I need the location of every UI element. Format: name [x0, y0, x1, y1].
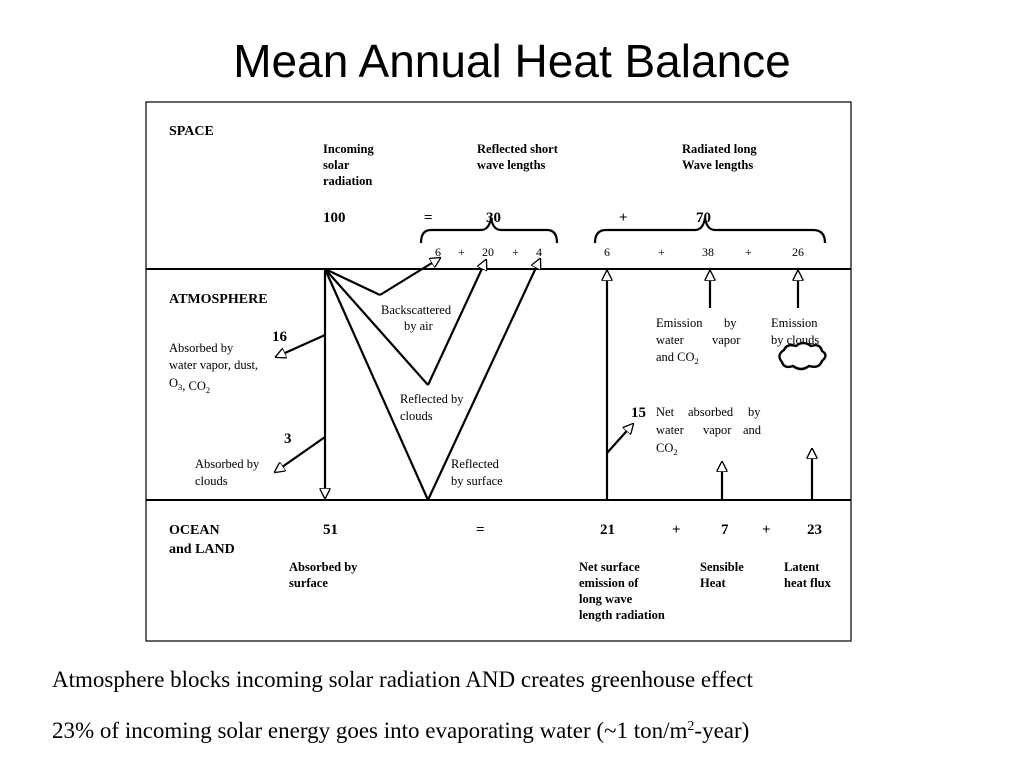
backscattered-2: by air	[404, 319, 434, 333]
absorbed-clouds-1: Absorbed by	[195, 457, 260, 471]
value-23: 23	[807, 522, 822, 538]
backscatter-air-path	[324, 268, 381, 296]
backscatter-air-arrow	[379, 258, 440, 296]
cloud-icon	[778, 341, 827, 371]
radiated-label-2: Wave lengths	[682, 158, 753, 172]
net-surface-4: length radiation	[579, 608, 665, 622]
reflected-clouds-1: Reflected by	[400, 392, 464, 406]
incoming-label-2: solar	[323, 158, 350, 172]
net-surface-2: emission of	[579, 576, 639, 590]
net-surface-1: Net surface	[579, 560, 640, 574]
surface-labels: Absorbed by surface Net surface emission…	[289, 560, 832, 622]
net-absorbed-w1: Net	[656, 405, 675, 419]
value-21: 21	[600, 522, 615, 538]
backscattered-1: Backscattered	[381, 303, 452, 317]
layer-land-label: and LAND	[169, 542, 235, 557]
value-15: 15	[631, 405, 646, 421]
layer-space-label: SPACE	[169, 124, 214, 139]
absorbed-surface-1: Absorbed by	[289, 560, 358, 574]
absorbed-clouds-arrow	[275, 436, 326, 472]
plus-bottom-2: +	[762, 522, 771, 538]
emission-vapor-w1: Emission	[656, 316, 703, 330]
reflected-surface-path-down	[323, 268, 430, 501]
net-surface-3: long wave	[579, 592, 633, 606]
caption-evaporation-sup: 2	[687, 719, 695, 734]
space-headers: Incoming solar radiation Reflected short…	[323, 142, 757, 188]
reflected-surface-arrow-up	[427, 259, 540, 501]
equals-top: =	[424, 210, 433, 226]
radiated-26: 26	[792, 245, 804, 259]
incoming-label-1: Incoming	[323, 142, 374, 156]
plus-top: +	[619, 210, 628, 226]
reflected-clouds-2: clouds	[400, 409, 433, 423]
slide-title: Mean Annual Heat Balance	[233, 35, 791, 87]
backscatter-arrow-up	[427, 260, 486, 386]
value-3: 3	[284, 431, 292, 447]
emission-vapor-w4: vapor	[712, 333, 741, 347]
plus-bottom-1: +	[672, 522, 681, 538]
incoming-label-3: radiation	[323, 174, 372, 188]
space-breakdown: 6 + 20 + 4 6 + 38 + 26	[435, 245, 804, 259]
reflected-4: 4	[536, 245, 542, 259]
absorbed-vapor-2: water vapor, dust,	[169, 358, 258, 372]
caption-greenhouse: Atmosphere blocks incoming solar radiati…	[52, 667, 753, 692]
latent-1: Latent	[784, 560, 820, 574]
absorbed-vapor-arrow	[276, 333, 326, 357]
solar-pathways	[275, 258, 812, 501]
emission-vapor-w3: water	[656, 333, 685, 347]
diagram-frame	[145, 101, 852, 642]
value-70: 70	[696, 210, 711, 226]
value-7: 7	[721, 522, 729, 538]
reflected-6: 6	[435, 245, 441, 259]
equals-bottom: =	[476, 522, 485, 538]
net-absorbed-w5: vapor	[703, 423, 732, 437]
emission-clouds-1: Emission	[771, 316, 818, 330]
absorbed-vapor-3: O3, CO2	[169, 376, 210, 395]
net-absorbed-w2: absorbed	[688, 405, 734, 419]
caption-evaporation: 23% of incoming solar energy goes into e…	[52, 718, 749, 744]
net-absorbed-arrow	[606, 424, 633, 454]
plus-b2: +	[512, 245, 519, 259]
reflected-20: 20	[482, 245, 494, 259]
layer-ocean-label: OCEAN	[169, 523, 220, 538]
net-absorbed-w7: CO2	[656, 441, 678, 457]
value-16: 16	[272, 329, 288, 345]
atmosphere-labels: 16 Absorbed by water vapor, dust, O3, CO…	[169, 303, 819, 488]
absorbed-clouds-2: clouds	[195, 474, 228, 488]
caption-evaporation-main: 23% of incoming solar energy goes into e…	[52, 718, 688, 743]
sensible-1: Sensible	[700, 560, 744, 574]
net-absorbed-w4: water	[656, 423, 685, 437]
backscatter-path-down	[324, 268, 429, 386]
plus-b3: +	[658, 245, 665, 259]
reflected-surface-1: Reflected	[451, 457, 500, 471]
plus-b4: +	[745, 245, 752, 259]
plus-b1: +	[458, 245, 465, 259]
absorbed-surface-2: surface	[289, 576, 328, 590]
radiated-brace	[593, 217, 827, 244]
emission-clouds-2: by clouds	[771, 333, 819, 347]
sensible-2: Heat	[700, 576, 727, 590]
reflected-surface-2: by surface	[451, 474, 503, 488]
radiated-label-1: Radiated long	[682, 142, 757, 156]
net-absorbed-w3: by	[748, 405, 761, 419]
surface-equation: 51 = 21 + 7 + 23	[323, 522, 822, 538]
latent-2: heat flux	[784, 576, 832, 590]
emission-vapor-w2: by	[724, 316, 737, 330]
layer-atmosphere-label: ATMOSPHERE	[169, 292, 268, 307]
space-equation: 100 = 30 + 70	[323, 210, 711, 226]
reflected-label-1: Reflected short	[477, 142, 559, 156]
reflected-label-2: wave lengths	[477, 158, 546, 172]
net-absorbed-w6: and	[743, 423, 762, 437]
value-100: 100	[323, 210, 346, 226]
value-51: 51	[323, 522, 338, 538]
caption-evaporation-end: -year)	[694, 718, 750, 743]
reflected-brace	[419, 217, 559, 244]
value-30: 30	[486, 210, 501, 226]
absorbed-vapor-1: Absorbed by	[169, 341, 234, 355]
emission-vapor-w5: and CO2	[656, 350, 699, 366]
radiated-38: 38	[702, 245, 714, 259]
radiated-6: 6	[604, 245, 610, 259]
